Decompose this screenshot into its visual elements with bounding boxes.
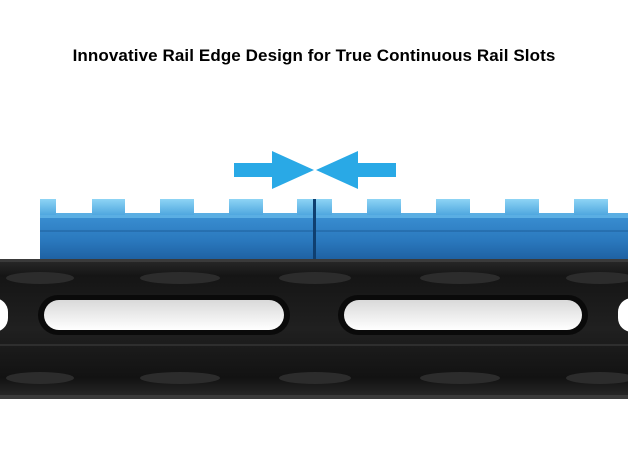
- rail-segment-right: [316, 199, 628, 262]
- page-title: Innovative Rail Edge Design for True Con…: [72, 46, 556, 65]
- arrow-left-icon: [316, 151, 396, 189]
- handguard-slot-edge-right: [618, 298, 628, 332]
- handguard-seam: [0, 344, 628, 346]
- handguard-slot-right: [338, 295, 588, 335]
- rail-segment-left: [40, 199, 314, 262]
- rail-joint: [313, 199, 316, 262]
- arrow-right-icon: [234, 151, 314, 189]
- handguard-slot-left: [38, 295, 290, 335]
- handguard-slot-edge-left: [0, 299, 8, 331]
